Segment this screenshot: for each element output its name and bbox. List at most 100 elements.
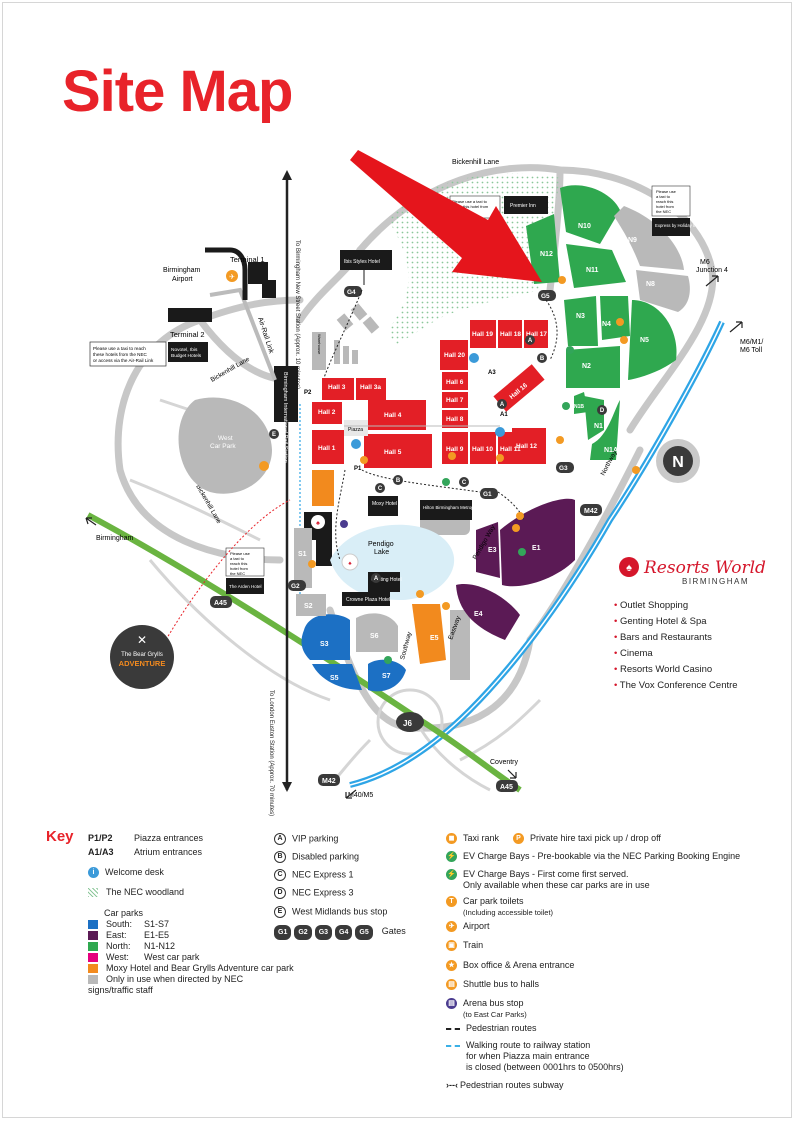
svg-text:Hall 20: Hall 20 (444, 352, 465, 359)
list-item: The Vox Conference Centre (614, 678, 738, 694)
svg-text:Hall 10: Hall 10 (472, 446, 493, 453)
svg-text:ADVENTURE: ADVENTURE (119, 659, 166, 668)
svg-text:M42: M42 (322, 778, 336, 785)
svg-text:E5: E5 (430, 635, 439, 642)
premier-box (504, 196, 548, 214)
list-item: Bars and Restaurants (614, 630, 738, 646)
svg-text:C: C (462, 480, 467, 486)
svg-text:G4: G4 (347, 289, 356, 296)
svg-text:N4: N4 (602, 321, 611, 328)
svg-text:Hilton Birmingham Metropole Ho: Hilton Birmingham Metropole Hotel (423, 505, 491, 510)
holiday-inn-box (652, 218, 690, 236)
legend-arena-bus: ▤Arena bus stop(to East Car Parks) (446, 998, 527, 1020)
svg-text:C: C (378, 486, 383, 492)
exhibition-halls (312, 320, 548, 468)
car-park-s5 (312, 664, 362, 690)
legend-moxy-bg: Moxy Hotel and Bear Grylls Adventure car… (88, 963, 294, 974)
svg-text:A45: A45 (214, 600, 227, 607)
svg-text:E4: E4 (474, 611, 483, 618)
arden-box (226, 578, 264, 594)
svg-text:S7: S7 (382, 673, 391, 680)
car-park-s7 (368, 659, 406, 692)
airport-taxi-note (89, 341, 167, 367)
svg-text:The Bear Grylls: The Bear Grylls (121, 652, 163, 658)
svg-text:E3: E3 (488, 547, 497, 554)
svg-text:Hall 11: Hall 11 (500, 446, 521, 453)
svg-text:P2: P2 (304, 390, 312, 396)
ev-charge-icon: ⚡ (446, 869, 457, 881)
svg-text:A45: A45 (500, 784, 513, 791)
svg-text:G2: G2 (291, 583, 300, 590)
legend-north: North:N1-N12 (88, 941, 175, 952)
airport-icon (226, 270, 238, 282)
ev-charge-icon: ⚡ (446, 851, 457, 863)
svg-text:M40/M5: M40/M5 (348, 792, 373, 799)
list-item: Genting Hotel & Spa (614, 614, 738, 630)
svg-text:♠: ♠ (348, 561, 352, 567)
svg-text:M42: M42 (584, 508, 598, 515)
novotel-box (168, 342, 208, 362)
legend-airport: ✈Airport (446, 921, 490, 933)
service-icons (259, 276, 640, 610)
site-map: To Birmingham New Street Station (Approx… (85, 150, 763, 816)
list-item: Outlet Shopping (614, 598, 738, 614)
rail-station (274, 366, 298, 422)
svg-text:Hall 3a: Hall 3a (360, 384, 381, 391)
svg-text:P1: P1 (354, 466, 362, 472)
car-park-n9 (614, 206, 684, 270)
resorts-world-logo-icon: ♠ (619, 557, 639, 577)
north-car-parks (526, 185, 677, 460)
svg-text:Hall 18: Hall 18 (500, 331, 521, 338)
svg-text:Hall 12: Hall 12 (516, 443, 537, 450)
hilton-box (420, 500, 472, 520)
svg-text:Premier Inn: Premier Inn (510, 203, 536, 209)
euston-label: To London Euston Station (Approx. 70 min… (268, 690, 274, 816)
car-park-s3 (301, 614, 350, 660)
legend-east: East:E1-E5 (88, 930, 169, 941)
svg-text:N10: N10 (578, 223, 591, 230)
legend-ev-first: ⚡EV Charge Bays - First come first serve… (446, 869, 650, 891)
bickenhill-top-label: Bickenhill Lane (452, 159, 499, 166)
pedestrian-routes (323, 289, 558, 561)
moxy-box (368, 496, 398, 516)
svg-text:G1: G1 (483, 491, 492, 498)
welcome-desk-icon: i (88, 867, 99, 879)
svg-text:Hall 6: Hall 6 (446, 379, 464, 386)
resorts-world-list: Outlet Shopping Genting Hotel & Spa Bars… (614, 598, 738, 694)
svg-text:A: A (500, 402, 505, 408)
pendigo-lake (330, 524, 455, 600)
svg-text:Southway: Southway (399, 630, 413, 660)
svg-text:A: A (374, 576, 379, 582)
ibis-box (340, 250, 392, 270)
crowne-box (342, 592, 390, 606)
svg-text:G3: G3 (559, 465, 568, 472)
svg-text:Hall 1: Hall 1 (318, 445, 336, 452)
car-park-n8 (636, 270, 690, 312)
svg-text:N1A: N1A (604, 447, 618, 454)
moxy-car-park (312, 470, 334, 506)
svg-text:N9: N9 (628, 237, 637, 244)
svg-text:D: D (600, 408, 605, 414)
bickenhill-left-label: Bickenhill Lane (210, 356, 252, 384)
svg-text:Hall 17: Hall 17 (526, 331, 547, 338)
svg-text:✈: ✈ (229, 274, 235, 281)
svg-text:M6/M1/M6 Toll: M6/M1/M6 Toll (740, 339, 763, 354)
station-label: Birmingham International Rail Station (282, 372, 288, 463)
svg-text:N: N (672, 454, 684, 471)
legend-car-parks-heading: Car parks (104, 908, 144, 918)
resorts-world-name: Resorts World (644, 558, 766, 578)
train-icon: ▣ (446, 940, 457, 952)
arena-bus-icon: ▤ (446, 998, 457, 1010)
woodland-swatch-icon (88, 888, 98, 898)
svg-text:A: A (528, 338, 533, 344)
svg-text:S3: S3 (320, 641, 329, 648)
